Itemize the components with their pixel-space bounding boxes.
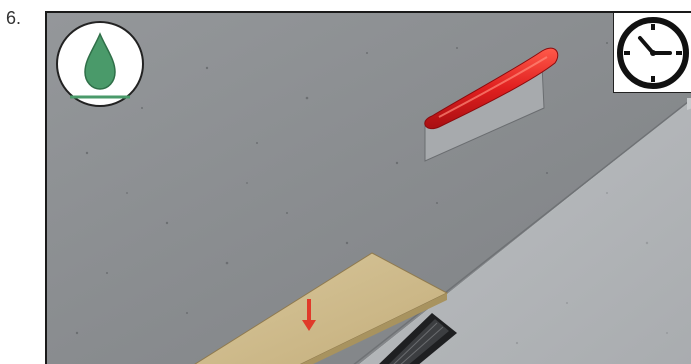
clock-icon — [613, 13, 691, 93]
water-drop-icon — [55, 20, 145, 108]
step-number: 6. — [6, 8, 21, 29]
